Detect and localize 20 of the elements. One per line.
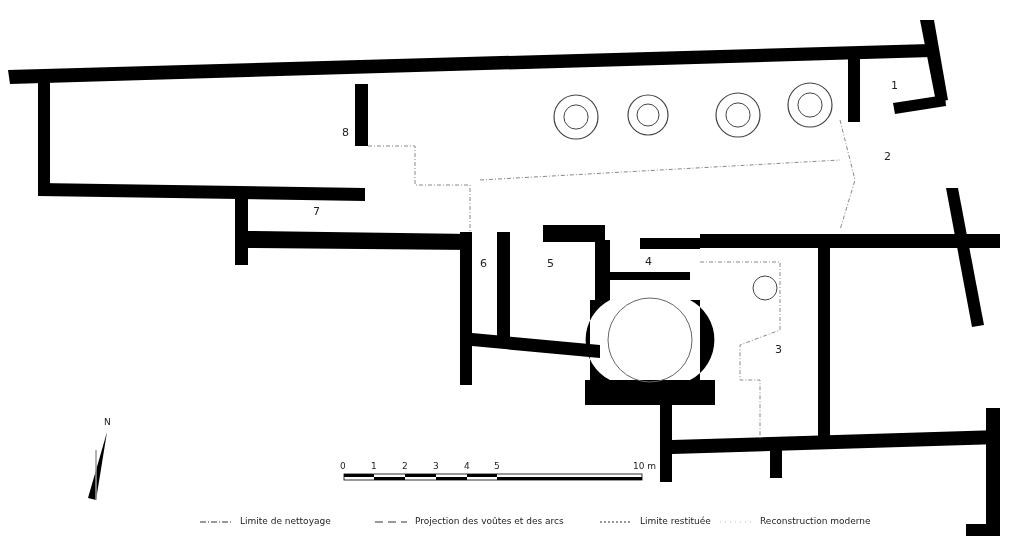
scale-label: 1 bbox=[371, 462, 377, 471]
north-label: N bbox=[104, 418, 111, 427]
legend-label: Limite restituée bbox=[640, 517, 711, 526]
scale-label: 10 m bbox=[633, 462, 657, 471]
scale-label: 2 bbox=[402, 462, 408, 471]
room-number: 8 bbox=[342, 127, 349, 138]
scale-label: 0 bbox=[340, 462, 346, 471]
room-number: 4 bbox=[645, 256, 652, 267]
room-number: 5 bbox=[547, 258, 554, 269]
room-number: 1 bbox=[891, 80, 898, 91]
room-number: 2 bbox=[884, 151, 891, 162]
legend-label: Reconstruction moderne bbox=[760, 517, 871, 526]
legend-label: Projection des voûtes et des arcs bbox=[415, 517, 564, 526]
scale-label: 4 bbox=[464, 462, 470, 471]
scale-label: 5 bbox=[494, 462, 500, 471]
room-number: 3 bbox=[775, 344, 782, 355]
room-number: 7 bbox=[313, 206, 320, 217]
room-number: 6 bbox=[480, 258, 487, 269]
scale-label: 3 bbox=[433, 462, 439, 471]
legend-label: Limite de nettoyage bbox=[240, 517, 331, 526]
